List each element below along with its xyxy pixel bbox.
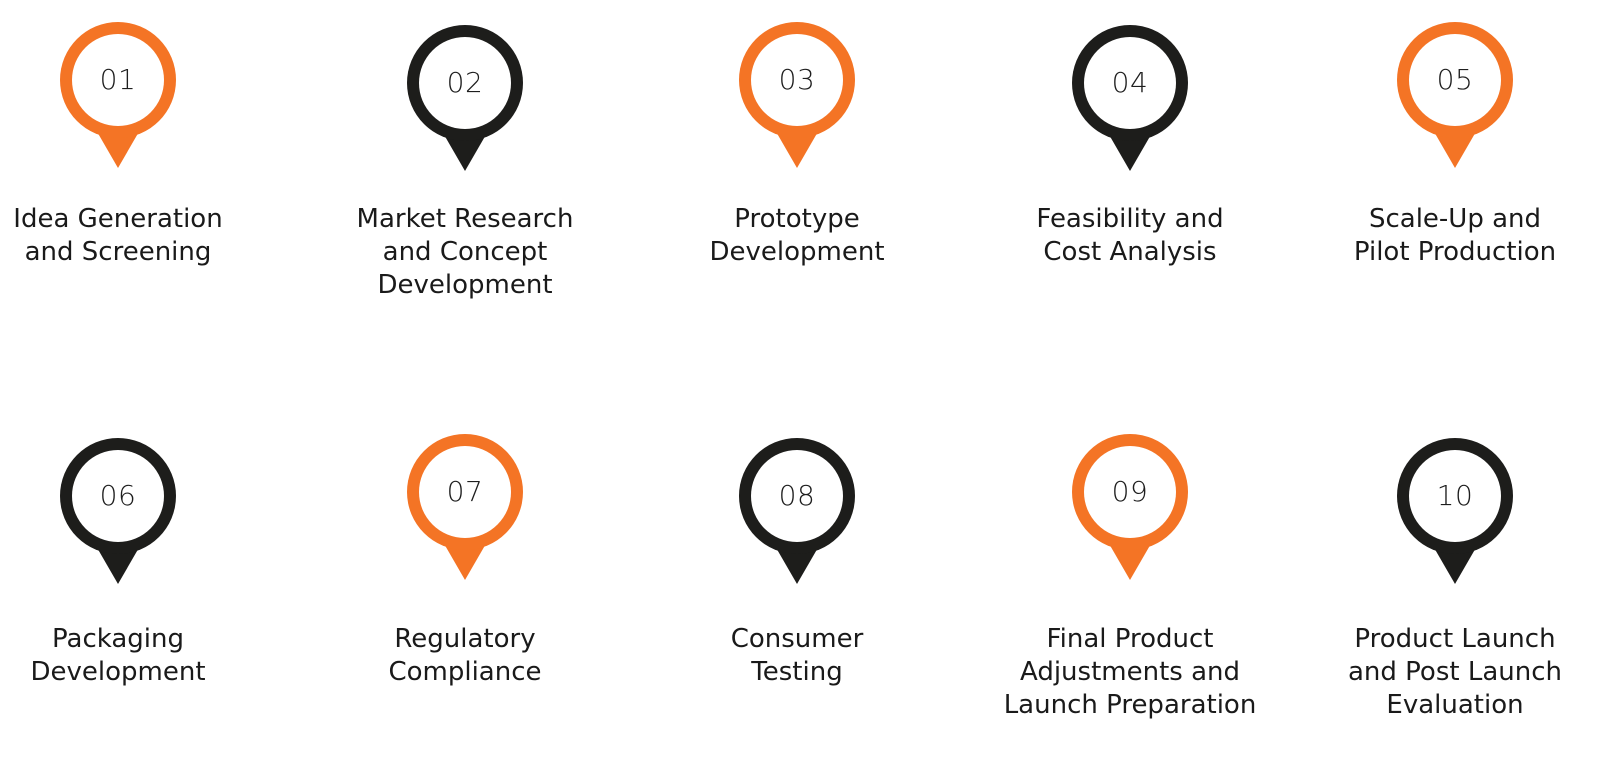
step-02: 02 Market Research and Concept Developme… <box>305 0 625 340</box>
pin-shape <box>739 438 855 584</box>
pin-shape <box>407 434 523 580</box>
step-label: Idea Generation and Screening <box>13 204 223 267</box>
pin-shape <box>1397 438 1513 584</box>
step-label: Regulatory Compliance <box>388 624 542 687</box>
pin-shape <box>60 438 176 584</box>
map-pin-icon: 01 <box>58 22 178 174</box>
step-03: 03 Prototype Development <box>637 0 957 340</box>
step-label: Prototype Development <box>709 204 885 267</box>
pin-shape <box>739 22 855 168</box>
step-label: Product Launch and Post Launch Evaluatio… <box>1348 624 1562 720</box>
step-05: 05 Scale-Up and Pilot Production <box>1295 0 1600 340</box>
step-number: 08 <box>778 479 816 512</box>
pin-shape <box>1072 434 1188 580</box>
step-08: 08 Consumer Testing <box>637 420 957 760</box>
step-01: 01 Idea Generation and Screening <box>0 0 278 340</box>
step-number: 06 <box>99 479 137 512</box>
map-pin-icon: 09 <box>1070 434 1190 586</box>
map-pin-icon: 07 <box>405 434 525 586</box>
step-label: Packaging Development <box>30 624 206 687</box>
step-number: 10 <box>1436 479 1474 512</box>
map-pin-icon: 04 <box>1070 25 1190 177</box>
step-number: 07 <box>446 475 484 508</box>
map-pin-icon: 02 <box>405 25 525 177</box>
map-pin-icon: 10 <box>1395 438 1515 590</box>
pin-shape <box>1072 25 1188 171</box>
step-label: Consumer Testing <box>730 624 864 687</box>
map-pin-icon: 06 <box>58 438 178 590</box>
pin-shape <box>407 25 523 171</box>
step-10: 10 Product Launch and Post Launch Evalua… <box>1295 420 1600 760</box>
pin-shape <box>60 22 176 168</box>
map-pin-icon: 03 <box>737 22 857 174</box>
steps-row-2: 06 Packaging Development 07 Regulatory C… <box>0 420 1600 760</box>
steps-row-1: 01 Idea Generation and Screening 02 Mark… <box>0 0 1600 340</box>
step-04: 04 Feasibility and Cost Analysis <box>970 0 1290 340</box>
pin-shape <box>1397 22 1513 168</box>
step-label: Scale-Up and Pilot Production <box>1353 204 1557 267</box>
step-07: 07 Regulatory Compliance <box>305 420 625 760</box>
step-number: 04 <box>1111 66 1149 99</box>
step-number: 02 <box>446 66 484 99</box>
step-label: Final Product Adjustments and Launch Pre… <box>1003 624 1257 720</box>
step-number: 01 <box>99 63 137 96</box>
step-09: 09 Final Product Adjustments and Launch … <box>970 420 1290 760</box>
step-label: Market Research and Concept Development <box>356 204 574 300</box>
map-pin-icon: 05 <box>1395 22 1515 174</box>
step-06: 06 Packaging Development <box>0 420 278 760</box>
map-pin-icon: 08 <box>737 438 857 590</box>
step-number: 05 <box>1436 63 1474 96</box>
step-number: 03 <box>778 63 816 96</box>
step-number: 09 <box>1111 475 1149 508</box>
step-label: Feasibility and Cost Analysis <box>1036 204 1224 267</box>
